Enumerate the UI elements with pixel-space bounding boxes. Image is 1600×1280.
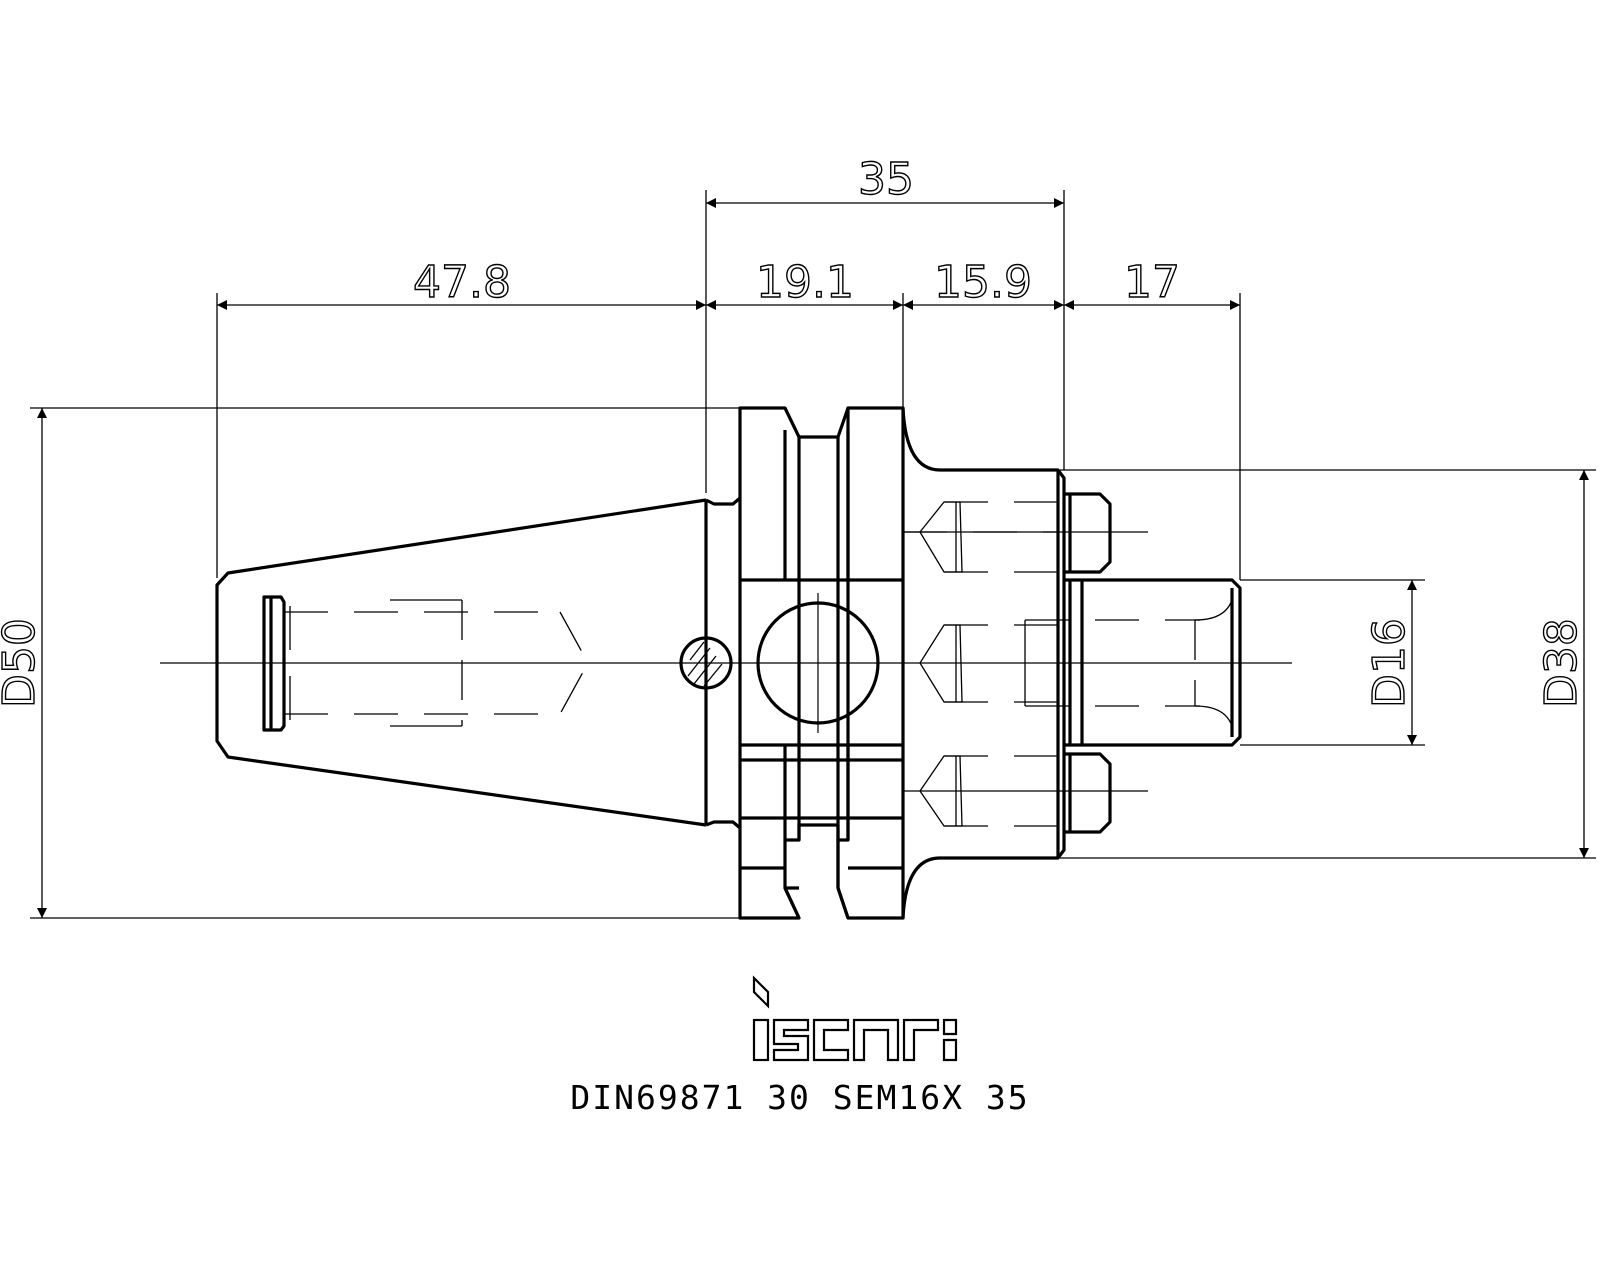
taper-shank (215, 496, 742, 830)
dim-text-35: 35 (858, 154, 914, 205)
clamping-screws (1064, 492, 1112, 834)
front-shank (1024, 578, 1242, 747)
flange (738, 406, 905, 920)
dim-text-19-1: 19.1 (756, 257, 854, 308)
dim-text-d38: D38 (1536, 618, 1587, 708)
dim-text-47-8: 47.8 (413, 257, 511, 308)
extension-lines (30, 190, 1596, 919)
tool-designation: DIN69871 30 SEM16X 35 (570, 1078, 1030, 1117)
dimension-texts: 35 47.8 19.1 15.9 17 D50 D38 D16 (0, 153, 1588, 708)
dim-text-d50: D50 (0, 618, 45, 708)
dimension-lines (37, 198, 1589, 918)
body-hidden-holes (903, 501, 1148, 827)
orientation-notch (679, 636, 733, 690)
dim-text-17: 17 (1124, 257, 1180, 308)
taper-hidden-bore (284, 599, 589, 727)
dim-text-15-9: 15.9 (934, 257, 1032, 308)
dim-text-d16: D16 (1364, 618, 1415, 708)
adapter-body (901, 407, 1066, 919)
iscar-logo (752, 975, 958, 1062)
